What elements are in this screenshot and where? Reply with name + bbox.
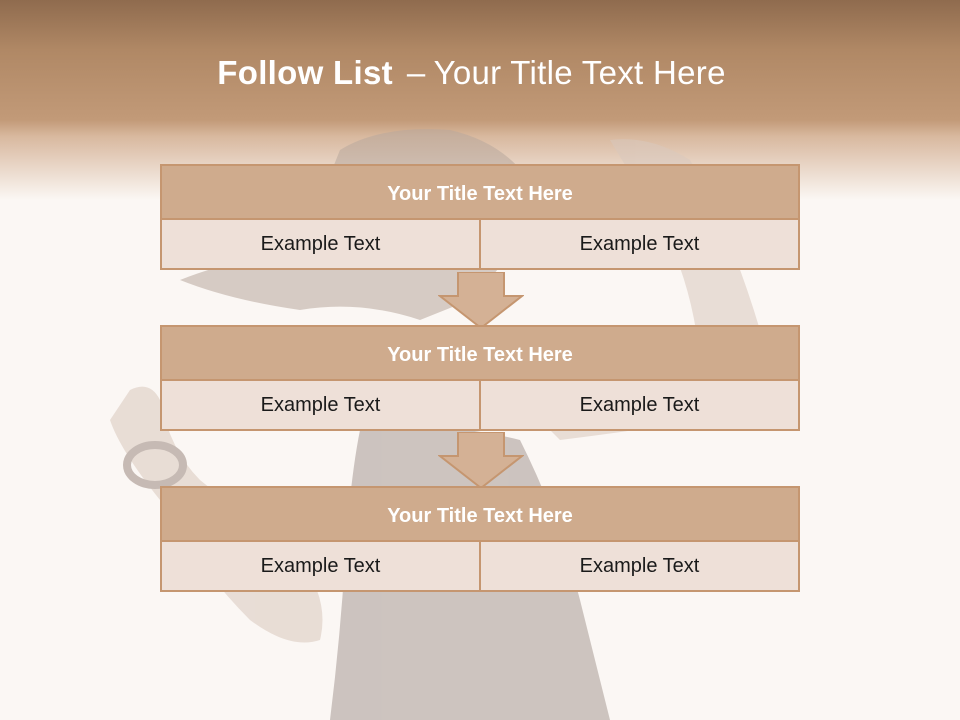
block-row: Example Text Example Text xyxy=(160,542,800,592)
slide-title-rest: Your Title Text Here xyxy=(433,54,726,91)
slide-title-dash: – xyxy=(406,54,426,91)
block-cell-right: Example Text xyxy=(479,542,798,590)
block-cell-right: Example Text xyxy=(479,381,798,429)
list-block-3: Your Title Text Here Example Text Exampl… xyxy=(160,486,800,592)
list-block-2: Your Title Text Here Example Text Exampl… xyxy=(160,325,800,431)
list-block-1: Your Title Text Here Example Text Exampl… xyxy=(160,164,800,270)
slide-title: Follow List–Your Title Text Here xyxy=(0,54,943,92)
block-title: Your Title Text Here xyxy=(160,325,800,381)
block-title: Your Title Text Here xyxy=(160,164,800,220)
block-cell-left: Example Text xyxy=(162,381,479,429)
block-row: Example Text Example Text xyxy=(160,220,800,270)
block-title: Your Title Text Here xyxy=(160,486,800,542)
down-arrow-icon xyxy=(438,272,524,330)
block-row: Example Text Example Text xyxy=(160,381,800,431)
block-cell-left: Example Text xyxy=(162,220,479,268)
figure-bracelet xyxy=(123,441,187,489)
down-arrow-icon xyxy=(438,432,524,490)
slide-title-bold: Follow List xyxy=(217,54,393,91)
block-cell-left: Example Text xyxy=(162,542,479,590)
block-cell-right: Example Text xyxy=(479,220,798,268)
